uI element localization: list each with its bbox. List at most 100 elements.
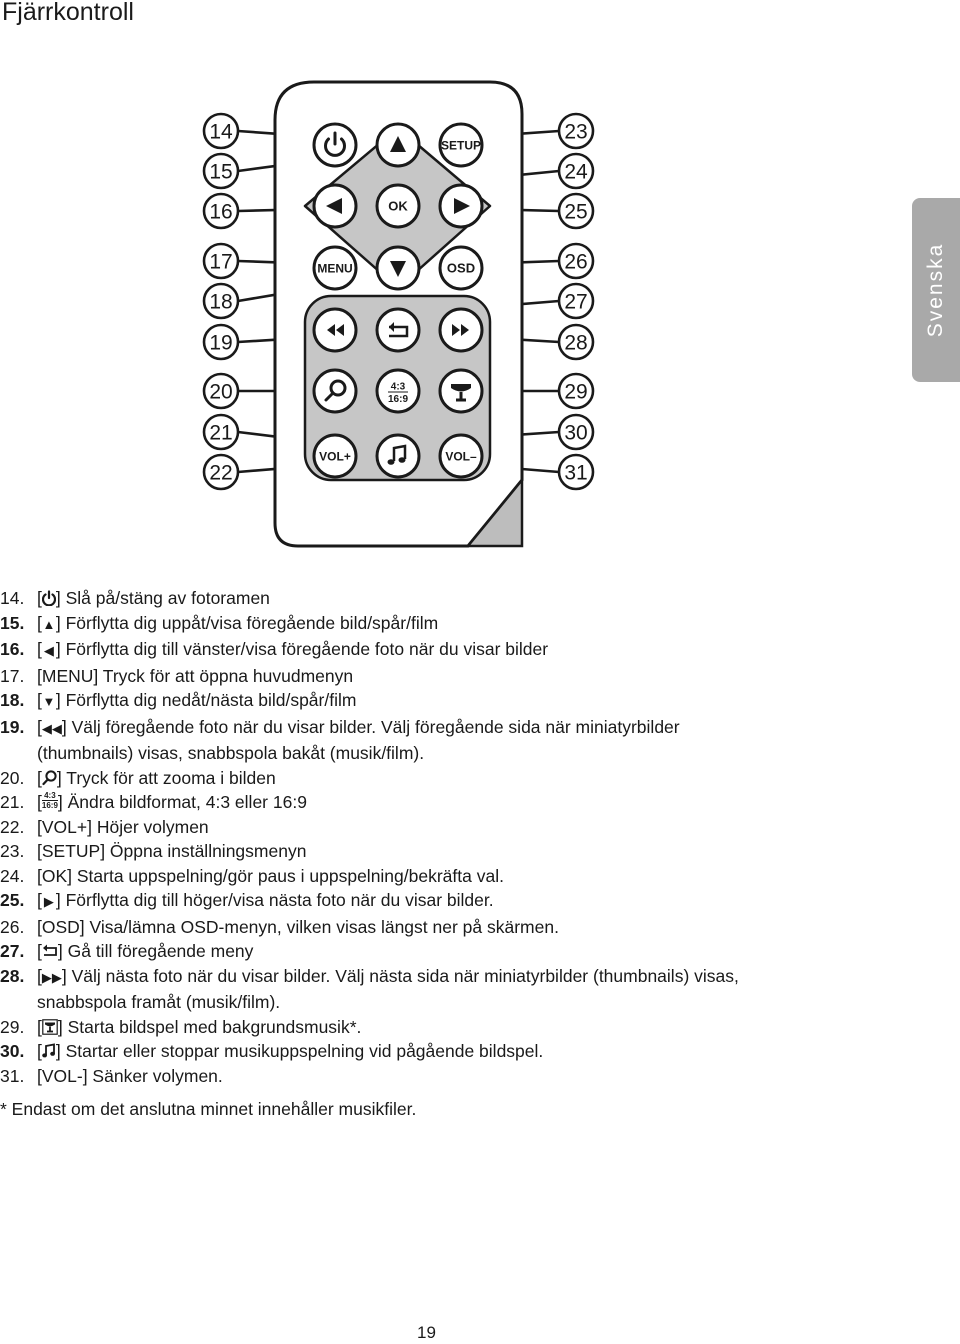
callout-23: 23 — [557, 112, 595, 150]
remote-button-rewind — [312, 307, 358, 353]
bracket-close: ] — [61, 716, 67, 737]
list-item: 20.[] Tryck för att zooma i bilden — [0, 766, 739, 791]
button-symbol: ▼ — [42, 694, 56, 709]
bracket-open: [ — [37, 767, 42, 788]
callout-14: 14 — [202, 112, 240, 150]
bracket-close: ] — [57, 941, 63, 961]
list-item: 31. [VOL-] Sänker volymen. — [0, 1064, 739, 1089]
remote-button-label-top-ratio: 4:3 — [391, 382, 406, 393]
list-item: (thumbnails) visas, snabbspola bakåt (mu… — [0, 741, 739, 766]
button-symbol: ▲ — [42, 616, 56, 632]
list-item: 26.[OSD] Visa/lämna OSD-menyn, vilken vi… — [0, 915, 739, 940]
callout-15: 15 — [202, 152, 240, 190]
language-tab-label: Svenska — [924, 242, 947, 338]
list-item: 18.[▼] Förflytta dig nedåt/nästa bild/sp… — [0, 688, 739, 715]
fast-forward-icon — [452, 324, 469, 336]
slideshow-icon — [451, 384, 471, 392]
button-symbol: ◀◀ — [41, 720, 62, 736]
bracket-open: [ — [37, 890, 42, 910]
bracket-open: [ — [37, 690, 42, 710]
list-item-text: [MENU] Tryck för att öppna huvudmenyn — [37, 665, 354, 686]
page-title: Fjärrkontroll — [2, 0, 134, 26]
callout-31: 31 — [557, 453, 595, 491]
callout-number: 23 — [564, 121, 587, 144]
bracket-open: [ — [37, 792, 42, 812]
list-item-text: Förflytta dig till höger/visa nästa foto… — [60, 890, 494, 910]
remote-button-setup: SETUP — [438, 122, 484, 168]
callout-29: 29 — [557, 372, 595, 410]
bracket-open: [ — [37, 639, 42, 659]
callout-number: 17 — [209, 251, 232, 274]
list-item-text: [SETUP] Öppna inställningsmenyn — [37, 841, 307, 861]
callout-number: 30 — [564, 422, 587, 445]
list-item-text: [OK] Starta uppspelning/gör paus i uppsp… — [37, 865, 504, 886]
bracket-open: [ — [37, 941, 42, 961]
list-item-number: 29. — [0, 1016, 25, 1037]
list-item-text: Välj föregående foto när du visar bilder… — [66, 716, 680, 737]
return-icon — [389, 325, 409, 338]
list-item-text: Startar eller stoppar musikuppspelning v… — [60, 1041, 544, 1061]
language-tab: Svenska — [912, 198, 960, 382]
remote-button-slideshow — [438, 368, 484, 414]
callout-number: 27 — [564, 291, 587, 314]
list-item-text: (thumbnails) visas, snabbspola bakåt (mu… — [37, 743, 425, 763]
callout-20: 20 — [202, 372, 240, 410]
bracket-close: ] — [61, 965, 67, 986]
callout-number: 22 — [209, 462, 232, 485]
zoom-icon — [329, 379, 347, 397]
callout-number: 25 — [564, 201, 587, 224]
callout-number: 26 — [564, 251, 587, 274]
bracket-open: [ — [37, 588, 42, 608]
remote-button-label-volminus: VOL– — [445, 450, 477, 464]
triangle-right-icon — [454, 198, 470, 214]
list-item: 14. [] Slå på/stäng av fotoramen — [0, 586, 739, 611]
remote-button-down — [375, 245, 421, 291]
list-item: 15.[▲] Förflytta dig uppåt/visa föregåen… — [0, 611, 739, 638]
list-item-number: 28. — [0, 965, 25, 986]
list-item-number: 31. — [0, 1065, 25, 1086]
remote-button-up — [375, 122, 421, 168]
remote-button-volplus: VOL+ — [312, 433, 358, 479]
list-item-number: 25. — [0, 890, 25, 910]
remote-button-power — [312, 122, 358, 168]
callout-number: 15 — [209, 161, 232, 184]
bracket-close: ] — [56, 767, 62, 788]
bracket-open: [ — [37, 965, 42, 986]
list-item-number: 16. — [0, 639, 25, 659]
list-item-text: Förflytta dig till vänster/visa föregåen… — [60, 639, 549, 659]
bracket-close: ] — [55, 588, 61, 608]
remote-button-label-bottom-ratio: 16:9 — [388, 394, 408, 405]
list-item: 17.[MENU] Tryck för att öppna huvudmenyn — [0, 664, 739, 689]
page-number: 19 — [417, 1323, 436, 1342]
list-item: 27.[] Gå till föregående meny — [0, 939, 739, 964]
bracket-close: ] — [57, 1016, 63, 1037]
remote-button-volminus: VOL– — [438, 433, 484, 479]
remote-button-ok: OK — [375, 183, 421, 229]
list-item-number: 14. — [0, 588, 25, 608]
callout-19: 19 — [202, 323, 240, 361]
remote-corner-shade — [465, 476, 524, 548]
bracket-close: ] — [57, 792, 63, 812]
list-item-text: [VOL-] Sänker volymen. — [37, 1065, 223, 1086]
list-item-number: 15. — [0, 612, 25, 633]
remote-button-zoom — [312, 368, 358, 414]
list-item: 30.[] Startar eller stoppar musikuppspel… — [0, 1039, 739, 1064]
list-item-number: 24. — [0, 865, 25, 886]
callout-number: 16 — [209, 201, 232, 224]
list-item-text: Förflytta dig nedåt/nästa bild/spår/film — [60, 690, 357, 710]
list-item-text: Slå på/stäng av fotoramen — [60, 588, 270, 608]
list-item-number: 18. — [0, 690, 25, 710]
bracket-open: [ — [37, 1041, 42, 1061]
bracket-open: [ — [37, 716, 42, 737]
list-item: 29.[] Starta bildspel med bakgrundsmusik… — [0, 1015, 739, 1040]
remote-button-osd: OSD — [438, 245, 484, 291]
list-item-text: snabbspola framåt (musik/film). — [37, 992, 281, 1012]
list-item-number: 23. — [0, 841, 25, 861]
callout-27: 27 — [557, 282, 595, 320]
list-item: 28.[▶▶] Välj nästa foto när du visar bil… — [0, 964, 739, 991]
list-item-text: Ändra bildformat, 4:3 eller 16:9 — [62, 792, 307, 812]
button-symbol: ◀ — [43, 643, 54, 658]
list-item: 22.[VOL+] Höjer volymen — [0, 815, 739, 840]
remote-button-label-ok: OK — [388, 199, 408, 214]
